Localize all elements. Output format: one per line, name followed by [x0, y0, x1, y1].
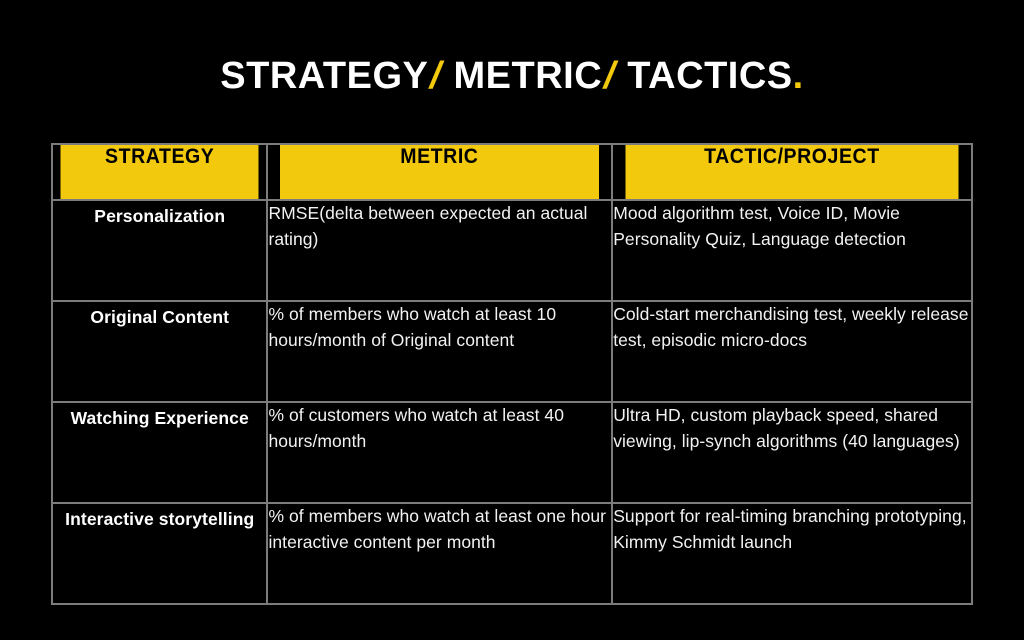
title-slash-2: /	[603, 55, 616, 97]
strategy-metric-tactics-table: STRATEGY METRIC TACTIC/PROJECT Personali…	[50, 143, 973, 605]
title-part-metric: METRIC	[442, 55, 603, 97]
table-header: STRATEGY METRIC TACTIC/PROJECT	[52, 143, 972, 201]
title-slash-1: /	[429, 55, 443, 97]
cell-strategy: Original Content	[50, 300, 269, 403]
title-part-strategy: STRATEGY	[220, 55, 429, 97]
cell-metric: % of members who watch at least 10 hours…	[266, 300, 614, 403]
table-row: Interactive storytelling % of members wh…	[50, 502, 973, 605]
table-row: Personalization RMSE(delta between expec…	[50, 199, 973, 302]
cell-metric: % of customers who watch at least 40 hou…	[266, 401, 614, 504]
cell-strategy: Watching Experience	[50, 401, 269, 504]
cell-tactic: Cold-start merchandising test, weekly re…	[611, 300, 973, 403]
column-header-tactic-project: TACTIC/PROJECT	[623, 143, 961, 201]
table-row: Watching Experience % of customers who w…	[50, 401, 973, 504]
cell-strategy: Interactive storytelling	[50, 502, 269, 605]
cell-metric: RMSE(delta between expected an actual ra…	[266, 199, 614, 302]
column-header-strategy: STRATEGY	[58, 143, 261, 201]
title-period: .	[792, 55, 804, 97]
column-header-metric: METRIC	[278, 143, 602, 201]
title-part-tactics: TACTICS	[616, 55, 793, 97]
table-body: Personalization RMSE(delta between expec…	[50, 199, 973, 605]
page-title: STRATEGY/ METRIC/ TACTICS.	[0, 54, 1024, 98]
cell-tactic: Ultra HD, custom playback speed, shared …	[611, 401, 973, 504]
table-row: Original Content % of members who watch …	[50, 300, 973, 403]
cell-strategy: Personalization	[50, 199, 269, 302]
cell-tactic: Mood algorithm test, Voice ID, Movie Per…	[611, 199, 973, 302]
cell-tactic: Support for real-timing branching protot…	[611, 502, 973, 605]
cell-metric: % of members who watch at least one hour…	[266, 502, 614, 605]
table-header-row: STRATEGY METRIC TACTIC/PROJECT	[52, 143, 972, 201]
